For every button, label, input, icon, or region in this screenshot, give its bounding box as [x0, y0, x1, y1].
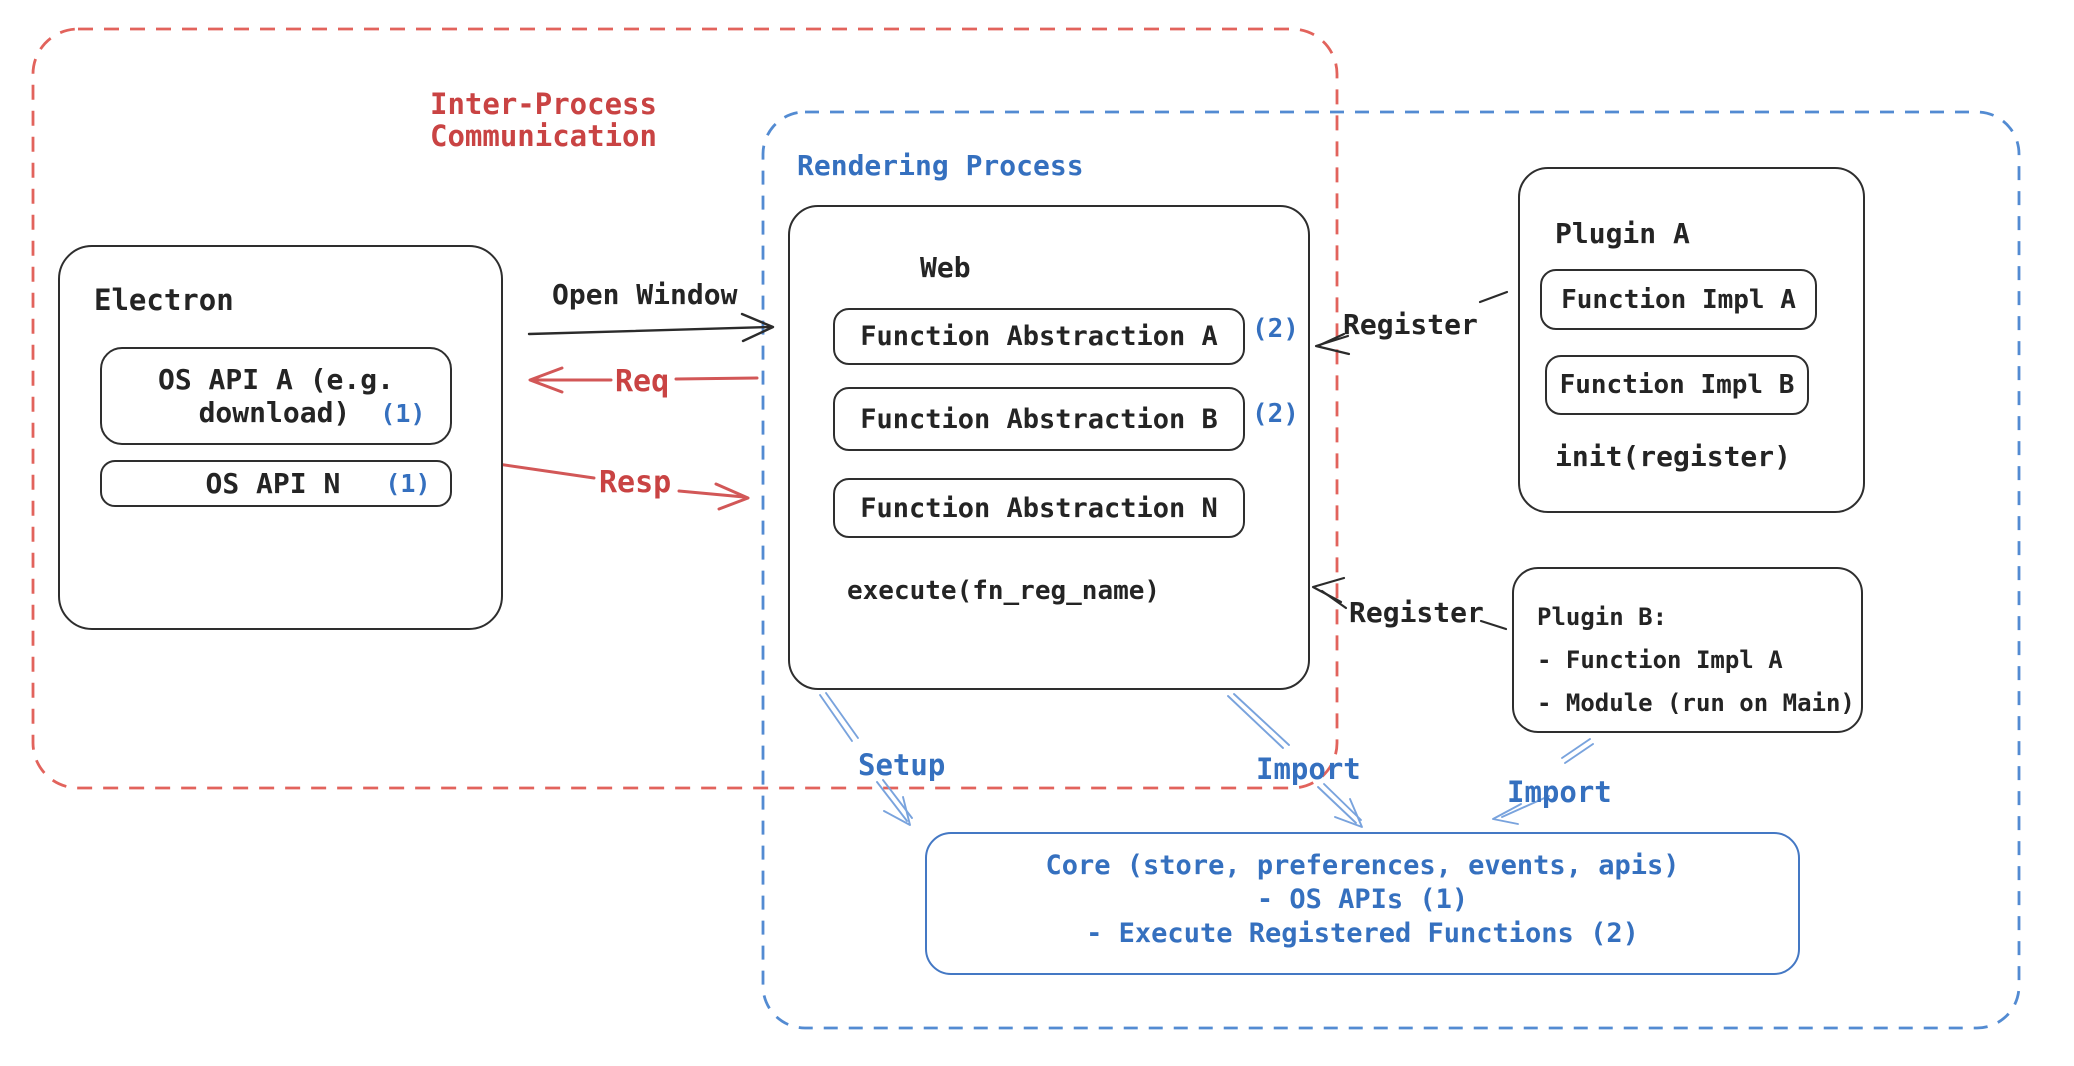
- open-window-arrow: [527, 312, 775, 343]
- core-line3: - Execute Registered Functions (2): [1086, 918, 1639, 949]
- os-api-n-badge: (1): [385, 469, 431, 498]
- os-api-a-line2-text: download): [198, 395, 351, 429]
- electron-box: Electron OS API A (e.g. download) (1) OS …: [58, 245, 503, 630]
- electron-title: Electron: [94, 283, 234, 317]
- core-line1: Core (store, preferences, events, apis): [1045, 850, 1680, 881]
- req-arrow: [528, 366, 759, 394]
- function-abstraction-a-box: Function Abstraction A: [833, 308, 1245, 365]
- req-label: Req: [615, 364, 670, 399]
- import-label-plugin-b: Import: [1507, 775, 1612, 809]
- rendering-group-title: Rendering Process: [797, 149, 1084, 182]
- register-label-plugin-b: Register: [1349, 596, 1484, 629]
- plugin-b-line1: - Function Impl A: [1537, 646, 1783, 674]
- import-arrow-plugin-b: [1492, 738, 1594, 825]
- resp-label: Resp: [599, 465, 672, 500]
- setup-label: Setup: [858, 748, 946, 782]
- function-abstraction-b-box: Function Abstraction B: [833, 387, 1245, 451]
- plugin-b-box: Plugin B: - Function Impl A - Module (run …: [1512, 567, 1863, 733]
- function-abstraction-n-label: Function Abstraction N: [860, 492, 1218, 524]
- execute-call-label: execute(fn_reg_name): [847, 576, 1161, 606]
- import-arrow-web: [1227, 693, 1363, 828]
- plugin-a-init-label: init(register): [1555, 440, 1792, 473]
- core-text: Core (store, preferences, events, apis)-…: [927, 834, 1798, 951]
- plugin-b-line2: - Module (run on Main): [1537, 689, 1855, 717]
- function-abstraction-n-box: Function Abstraction N: [833, 478, 1245, 538]
- function-impl-a-label: Function Impl A: [1561, 284, 1796, 315]
- register-arrow-plugin-b: [1311, 576, 1508, 631]
- function-abstraction-b-badge: (2): [1252, 399, 1299, 429]
- ipc-dashed-border: [31, 27, 1339, 790]
- os-api-a-line2: download) (1): [199, 396, 426, 430]
- setup-arrow: [819, 692, 913, 826]
- open-window-label: Open Window: [552, 278, 738, 311]
- import-label-web: Import: [1256, 752, 1361, 786]
- plugin-a-box: Plugin A Function Impl A Function Impl B…: [1518, 167, 1865, 513]
- web-title: Web: [920, 251, 971, 284]
- function-impl-a-box: Function Impl A: [1540, 269, 1817, 330]
- os-api-a-line1: OS API A (e.g.: [157, 362, 394, 396]
- core-box: Core (store, preferences, events, apis)-…: [925, 832, 1800, 975]
- os-api-a-badge: (1): [380, 398, 426, 428]
- function-abstraction-a-badge: (2): [1252, 314, 1299, 344]
- function-abstraction-b-label: Function Abstraction B: [860, 403, 1218, 435]
- plugin-b-title: Plugin B:: [1537, 603, 1668, 631]
- ipc-title-line2: Communication: [430, 119, 657, 153]
- function-impl-b-label: Function Impl B: [1559, 370, 1795, 400]
- rendering-dashed-border: [761, 110, 2021, 1030]
- ipc-title-line1: Inter-Process: [430, 87, 657, 121]
- register-label-plugin-a: Register: [1343, 308, 1478, 341]
- plugin-a-title: Plugin A: [1555, 217, 1690, 250]
- core-line2: - OS APIs (1): [1256, 884, 1469, 915]
- web-box: Web Function Abstraction A Function Abst…: [788, 205, 1310, 690]
- os-api-n-box: OS API N (1): [100, 460, 452, 507]
- function-impl-b-box: Function Impl B: [1545, 355, 1809, 415]
- function-abstraction-a-label: Function Abstraction A: [860, 321, 1218, 352]
- os-api-a-box: OS API A (e.g. download) (1): [100, 347, 452, 445]
- plugin-b-text: Plugin B: - Function Impl A - Module (run …: [1537, 596, 1855, 725]
- os-api-n-label: OS API N: [205, 467, 341, 500]
- register-arrow-plugin-a: [1314, 290, 1509, 356]
